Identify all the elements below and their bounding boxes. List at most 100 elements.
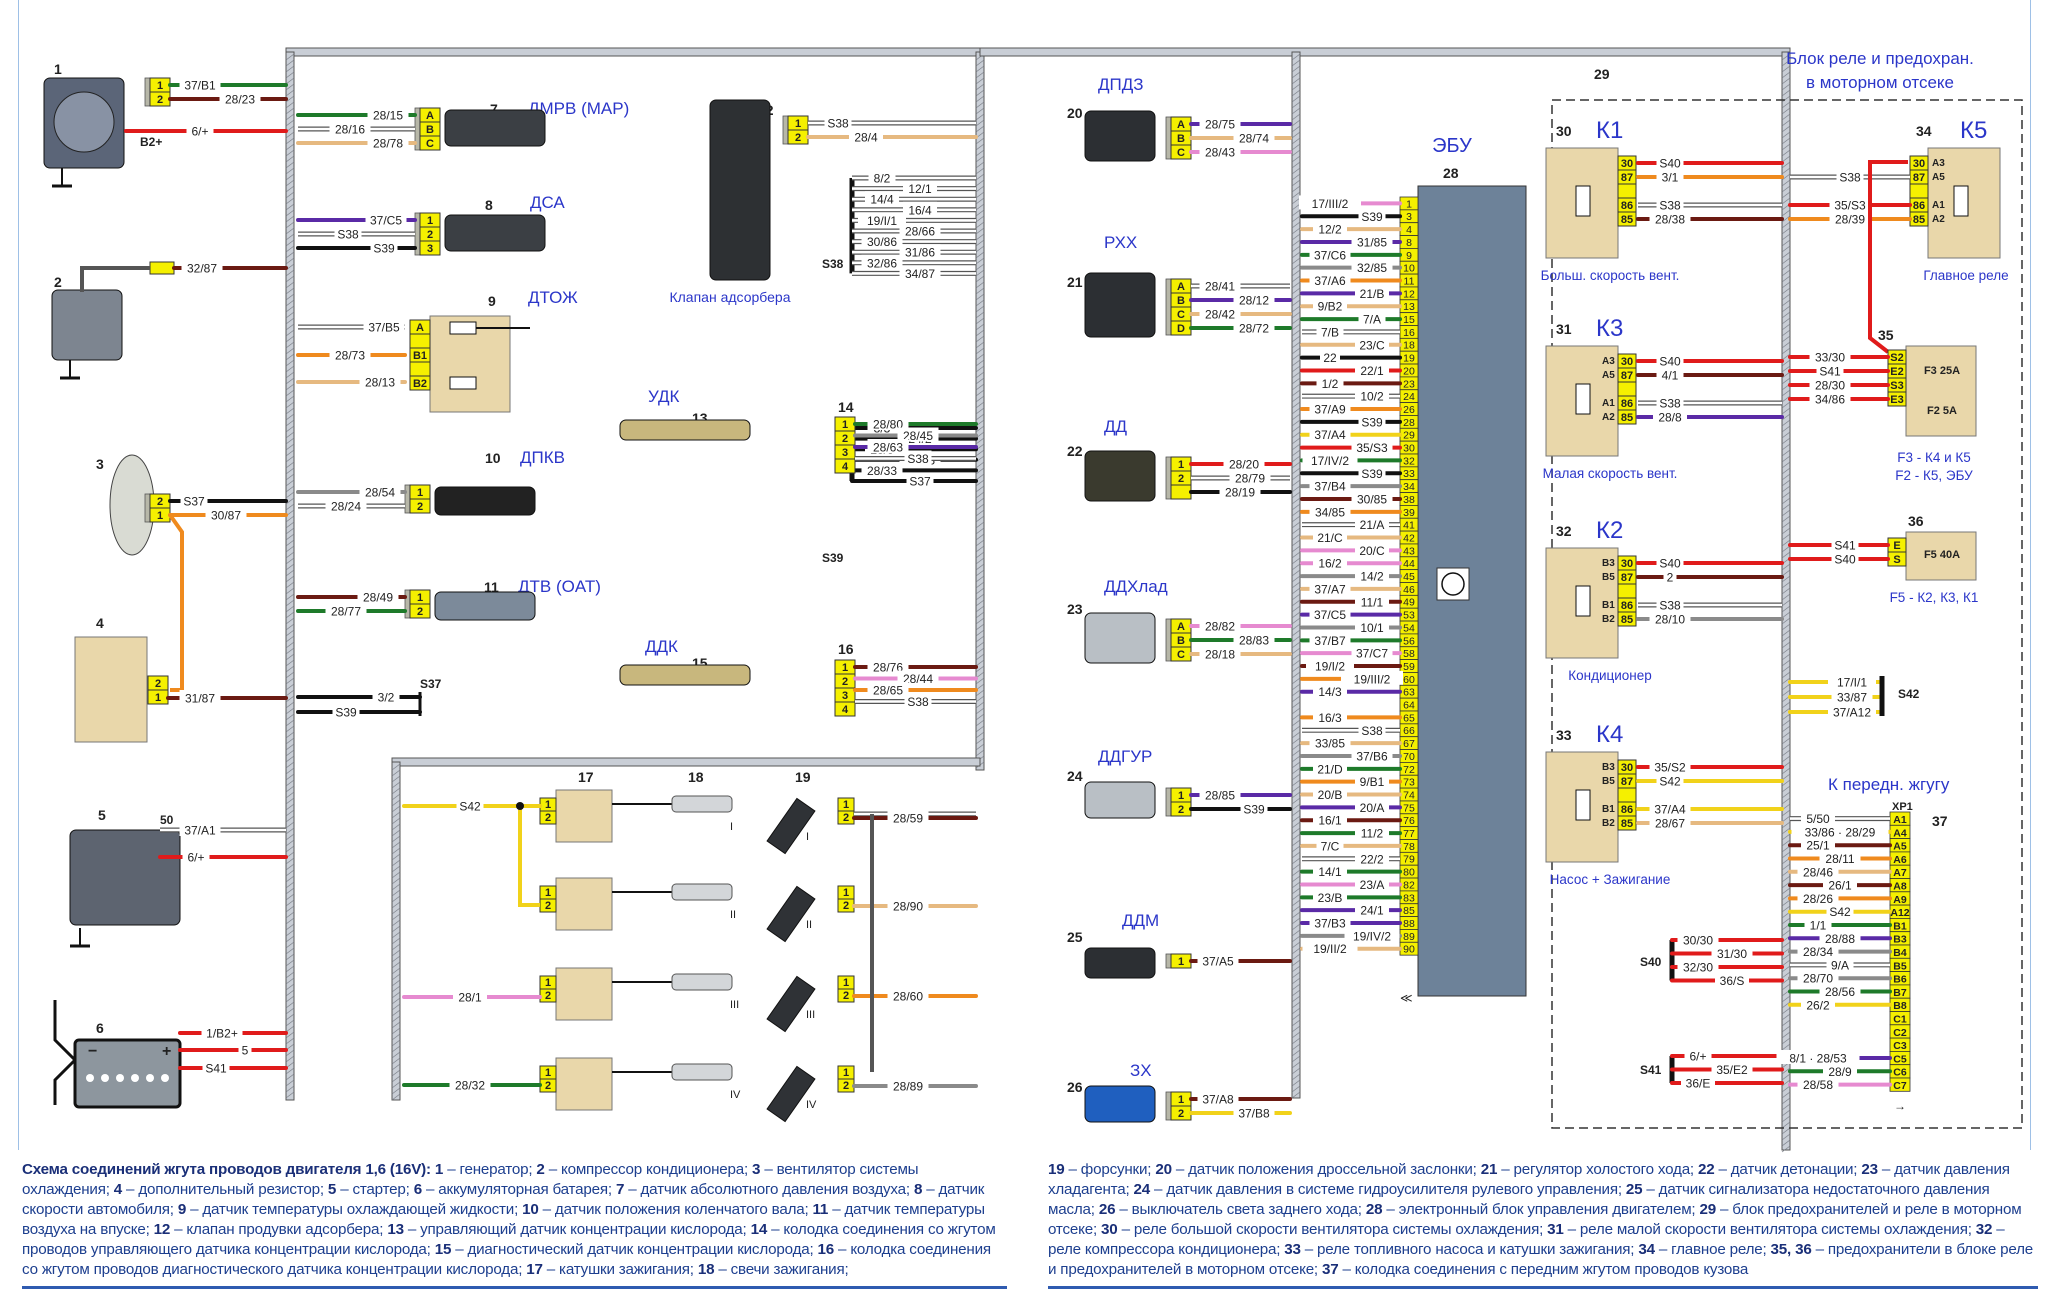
harness-hatch: [1781, 521, 1791, 529]
harness-hatch: [285, 209, 295, 217]
cylinder-label: II: [730, 909, 736, 921]
wire-label-bg: [1309, 735, 1351, 750]
harness-hatch: [1781, 149, 1791, 157]
harness-hatch: [1291, 473, 1301, 481]
wire-label-bg: [1826, 903, 1854, 918]
wire-label: 28/77: [331, 605, 361, 619]
harness-hatch: [391, 835, 401, 843]
caption-item-text: – дополнительный резистор;: [122, 1181, 328, 1198]
harness-hatch: [1781, 101, 1791, 109]
connector-orientation-icon: →: [1894, 1099, 1906, 1113]
harness-hatch: [285, 725, 295, 733]
harness-hatch: [975, 299, 985, 307]
sensor-image: [1084, 1085, 1156, 1123]
wire-label-bg: [1653, 409, 1687, 423]
wire-label: 20/C: [1359, 544, 1385, 558]
harness-hatch: [391, 769, 401, 777]
harness-hatch: [1291, 335, 1301, 343]
harness-hatch: [1291, 269, 1301, 277]
wire-label-bg: [1313, 812, 1347, 827]
harness-hatch: [285, 479, 295, 487]
ecu-pin-number: 88: [1403, 918, 1415, 930]
pin-label: 87: [1621, 572, 1633, 584]
harness-hatch: [1781, 563, 1791, 571]
harness-hatch: [285, 419, 295, 427]
ecu-pin-number: 60: [1403, 674, 1415, 686]
harness-hatch: [975, 311, 985, 319]
harness-hatch: [285, 761, 295, 769]
harness-hatch: [975, 293, 985, 301]
relay-tag: К4: [1596, 721, 1623, 748]
wire-label: 28/56: [1825, 985, 1855, 999]
wire-label: 2: [1667, 571, 1674, 585]
wire-label: 17/IV/2: [1311, 454, 1349, 468]
harness-hatch: [975, 599, 985, 607]
harness-hatch: [1291, 569, 1301, 577]
harness-hatch: [1291, 911, 1301, 919]
harness-hatch: [285, 503, 295, 511]
wire-label: 21/B: [1360, 287, 1385, 301]
harness-hatch: [1291, 731, 1301, 739]
harness-hatch: [975, 449, 985, 457]
harness-hatch: [1291, 593, 1301, 601]
harness-hatch: [975, 95, 985, 103]
component-label: ДДК: [645, 637, 678, 656]
harness-hatch: [975, 269, 985, 277]
wire-label: 16/2: [1318, 557, 1342, 571]
harness-hatch: [975, 359, 985, 367]
harness-hatch: [1781, 1139, 1791, 1147]
pin-label: 87: [1621, 776, 1633, 788]
wire-label: 7/A: [1363, 313, 1381, 327]
battery-plus-icon: +: [162, 1043, 171, 1060]
harness-hatch: [285, 155, 295, 163]
harness-hatch: [1291, 887, 1301, 895]
wire-label-bg: [1341, 670, 1403, 685]
harness-hatch: [1291, 419, 1301, 427]
connector-pin: [834, 458, 856, 474]
harness-hatch: [285, 521, 295, 529]
pin-label: 3: [427, 243, 433, 255]
ecu-pin-number: 20: [1403, 365, 1415, 377]
harness-hatch: [1291, 251, 1301, 259]
wire-label: 19/III/2: [1354, 672, 1391, 686]
harness-hatch: [391, 919, 401, 927]
fuse-note: F5 - К2, К3, К1: [1890, 590, 1979, 605]
harness-hatch: [1781, 773, 1791, 781]
wire-label: 26/1: [1828, 879, 1852, 893]
wire-label-bg: [1309, 632, 1351, 647]
wire-label-bg: [1344, 927, 1400, 942]
caption-item-number: 10: [522, 1201, 539, 1218]
wire-label-bg: [1801, 810, 1835, 825]
component-number: 1: [54, 61, 62, 77]
harness-trunk: [1291, 51, 1301, 1099]
harness-hatch: [1291, 389, 1301, 397]
component-number: 11: [484, 579, 499, 595]
ecu-pin-number: 49: [1403, 597, 1415, 609]
harness-hatch: [1781, 227, 1791, 235]
harness-hatch: [285, 221, 295, 229]
compressor-image: [51, 289, 123, 361]
caption-item-text: – компрессор кондиционера;: [544, 1161, 753, 1178]
harness-hatch: [1781, 875, 1791, 883]
harness-hatch: [1781, 137, 1791, 145]
caption-item-text: – датчик абсолютного давления воздуха;: [624, 1181, 914, 1198]
pin-label: E: [1893, 540, 1900, 552]
wire-label-bg: [1309, 503, 1351, 518]
wire-label-bg: [367, 135, 409, 149]
harness-hatch: [1781, 527, 1791, 535]
harness-hatch: [1781, 473, 1791, 481]
ecu-pin-number: 3: [1406, 211, 1412, 223]
harness-hatch: [1781, 377, 1791, 385]
harness-hatch: [1291, 539, 1301, 547]
harness-hatch: [1291, 629, 1301, 637]
wire-label-bg: [1819, 850, 1861, 865]
harness-hatch: [975, 473, 985, 481]
wire-label-bg: [186, 123, 214, 137]
harness-hatch: [391, 955, 401, 963]
xp1-pin-label: A5: [1893, 841, 1907, 853]
harness-hatch: [1781, 347, 1791, 355]
harness-hatch: [391, 775, 401, 783]
harness-hatch: [391, 817, 401, 825]
harness-hatch: [1291, 695, 1301, 703]
component-number: 24: [1067, 768, 1083, 784]
